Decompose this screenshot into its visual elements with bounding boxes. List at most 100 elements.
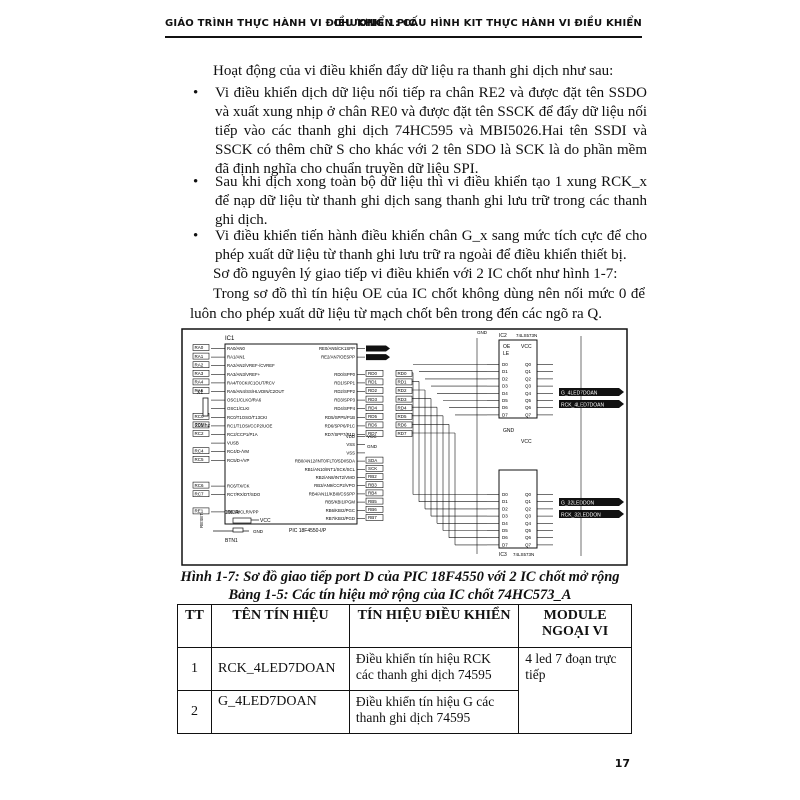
latch-d-label: D4 bbox=[502, 391, 508, 396]
svg-text:RC5: RC5 bbox=[195, 457, 204, 462]
svg-text:RC2: RC2 bbox=[195, 431, 204, 436]
ic1-pin-label: RC5/D+/VP bbox=[227, 458, 249, 463]
output-tag-2b: RCK_32LEDDON bbox=[559, 510, 624, 519]
ic2-oe: OE bbox=[503, 344, 511, 350]
reset-label: RESET bbox=[199, 513, 204, 528]
ic1-pin-label: RD2/SPP2 bbox=[334, 389, 355, 394]
latch-q-label: Q2 bbox=[525, 376, 532, 381]
crystal-symbol bbox=[202, 397, 209, 417]
port-tag: RA3 bbox=[192, 369, 210, 377]
svg-text:G_32LEDDON: G_32LEDDON bbox=[561, 501, 594, 507]
svg-text:RA4: RA4 bbox=[195, 380, 204, 385]
rb-tag: RB6 bbox=[365, 506, 384, 513]
svg-text:RB4: RB4 bbox=[368, 491, 377, 496]
latch-d-label: D7 bbox=[502, 412, 508, 417]
svg-text:RB7: RB7 bbox=[368, 515, 377, 520]
latch-q-label: Q6 bbox=[525, 405, 532, 410]
ic1-pin-label: RD1/SPP1 bbox=[334, 380, 355, 385]
table-header-row: TT TÊN TÍN HIỆU TÍN HIỆU ĐIỀU KHIỂN MODU… bbox=[177, 604, 632, 648]
port-tag: RA1 bbox=[192, 352, 210, 360]
ic2-vcc: VCC bbox=[521, 344, 532, 350]
rb-tag: RB4 bbox=[365, 489, 384, 497]
port-tag: RA4 bbox=[192, 378, 210, 386]
bus-rd-tag: RD1 bbox=[395, 378, 413, 386]
latch-d-label: D2 bbox=[502, 376, 508, 381]
svg-text:RB5: RB5 bbox=[368, 499, 377, 504]
button-symbol bbox=[232, 527, 244, 533]
table-row: 2 G_4LED7DOAN Điều khiển tín hiệu G các … bbox=[177, 690, 632, 734]
bullet-3: Vi điều khiển tiến hành điều khiển chân … bbox=[215, 228, 647, 263]
ic1-pin-label: RB6/KBI2/PGC bbox=[326, 508, 355, 513]
ic1-body bbox=[224, 343, 358, 525]
ic1-pin-label: RB0/AN12/INT0/FLT0/SDI/SDA bbox=[295, 459, 355, 464]
ic1-pin-label: RB1/AN10/INT1/SCK/SCL bbox=[305, 467, 356, 472]
svg-text:RA5: RA5 bbox=[195, 388, 204, 393]
ic1-pin-label: RC7/RX/DT/SDO bbox=[227, 492, 261, 497]
page-number: 17 bbox=[614, 757, 630, 770]
svg-text:RA0: RA0 bbox=[195, 345, 204, 350]
svg-text:RA3: RA3 bbox=[195, 371, 204, 376]
ic1-pin-label: RA1/AN1 bbox=[227, 355, 246, 360]
svg-text:SCK: SCK bbox=[368, 466, 377, 471]
ic1-pin-label: RE3/MCLR/VPP bbox=[227, 509, 259, 514]
ic2-gnd: GND bbox=[477, 330, 488, 335]
ic1-pin-label: OSC1/CLKI bbox=[227, 406, 249, 411]
table-header: TÍN HIỆU ĐIỀU KHIỂN bbox=[348, 604, 520, 648]
svg-text:RD0: RD0 bbox=[398, 371, 407, 376]
ic1-pin-label: RD5/SPP5/P1B bbox=[325, 415, 355, 420]
table-cell-name: G_4LED7DOAN bbox=[210, 690, 350, 734]
ic1-pin-label: RB3/AN9/CCP2/VPO bbox=[314, 483, 355, 488]
port-tag: RA5 bbox=[192, 387, 210, 394]
table-cell-control: Điều khiển tín hiệu RCK các thanh ghi dị… bbox=[348, 647, 520, 691]
ic3-vcc: VCC bbox=[521, 439, 532, 445]
ic1-pin-label: RB2/AN8/INT2/VMO bbox=[316, 475, 356, 480]
port-tag: RC1 bbox=[192, 421, 210, 429]
figure-caption: Hình 1-7: Sơ đồ giao tiếp port D của PIC… bbox=[180, 569, 620, 585]
ic2-le: LE bbox=[503, 351, 510, 357]
ic1-pin-label: RC1/T1OSI/CCP2/UOE bbox=[227, 423, 273, 428]
bus-rd-tag: RD5 bbox=[395, 413, 413, 420]
latch-q-label: Q3 bbox=[525, 514, 532, 519]
svg-text:RD1: RD1 bbox=[398, 380, 407, 385]
table-cell-tt: 2 bbox=[177, 690, 212, 734]
rb-tag: RB3 bbox=[365, 481, 384, 488]
port-tag: RC5 bbox=[192, 456, 210, 463]
port-tag: RE1 bbox=[192, 507, 210, 515]
bullet-1: Vi điều khiển dịch dữ liệu nối tiếp ra c… bbox=[215, 85, 647, 177]
table-header: TT bbox=[177, 604, 212, 648]
rb-tag: SCK bbox=[365, 465, 384, 472]
gnd-reset: GND bbox=[253, 529, 264, 534]
bullet-dot: • bbox=[193, 85, 199, 101]
latch-d-label: D3 bbox=[502, 514, 508, 519]
svg-text:RA2: RA2 bbox=[195, 362, 204, 367]
port-tag: RC4 bbox=[192, 447, 210, 454]
svg-text:G_4LED7DOAN: G_4LED7DOAN bbox=[561, 391, 598, 397]
svg-text:RD5: RD5 bbox=[368, 414, 377, 419]
ic1-pin-label: RA3/AN3/VREF+ bbox=[227, 372, 261, 377]
svg-text:RC6: RC6 bbox=[195, 483, 204, 488]
latch-q-label: Q5 bbox=[525, 528, 532, 533]
ic1-pin-label: RC2/CCP1/P1A bbox=[227, 432, 258, 437]
ic3-body bbox=[498, 469, 538, 549]
ic1-label: IC1 bbox=[225, 336, 235, 342]
bullet-dot: • bbox=[193, 228, 199, 244]
latch-q-label: Q1 bbox=[525, 369, 532, 374]
port-tag: RC0 bbox=[192, 413, 210, 420]
ic1-pin-label: RA4/T0CKI/C1OUT/RCV bbox=[227, 380, 275, 385]
svg-text:RD7: RD7 bbox=[368, 431, 377, 436]
ic1-pin-label: RA2/AN2/VREF-/CVREF bbox=[227, 363, 275, 368]
port-tag: RC7 bbox=[192, 490, 210, 497]
rd-tag: RD2 bbox=[365, 387, 384, 394]
table-cell-tt: 1 bbox=[177, 647, 212, 691]
svg-text:RE1: RE1 bbox=[195, 509, 204, 514]
header-left: GIÁO TRÌNH THỰC HÀNH VI ĐIỀU KHIỂN PIC bbox=[165, 18, 416, 29]
latch-d-label: D1 bbox=[502, 369, 508, 374]
latch-q-label: Q4 bbox=[525, 521, 532, 526]
output-tag-1a: G_4LED7DOAN bbox=[559, 388, 624, 397]
resistor-label: 10K R bbox=[225, 510, 239, 516]
latch-q-label: Q2 bbox=[525, 506, 532, 511]
ic1-pin-label: RC4/D-/VM bbox=[227, 449, 249, 454]
latch-d-label: D6 bbox=[502, 535, 508, 540]
ic1-pin-label: RD7/SPP7/P1D bbox=[325, 432, 355, 437]
